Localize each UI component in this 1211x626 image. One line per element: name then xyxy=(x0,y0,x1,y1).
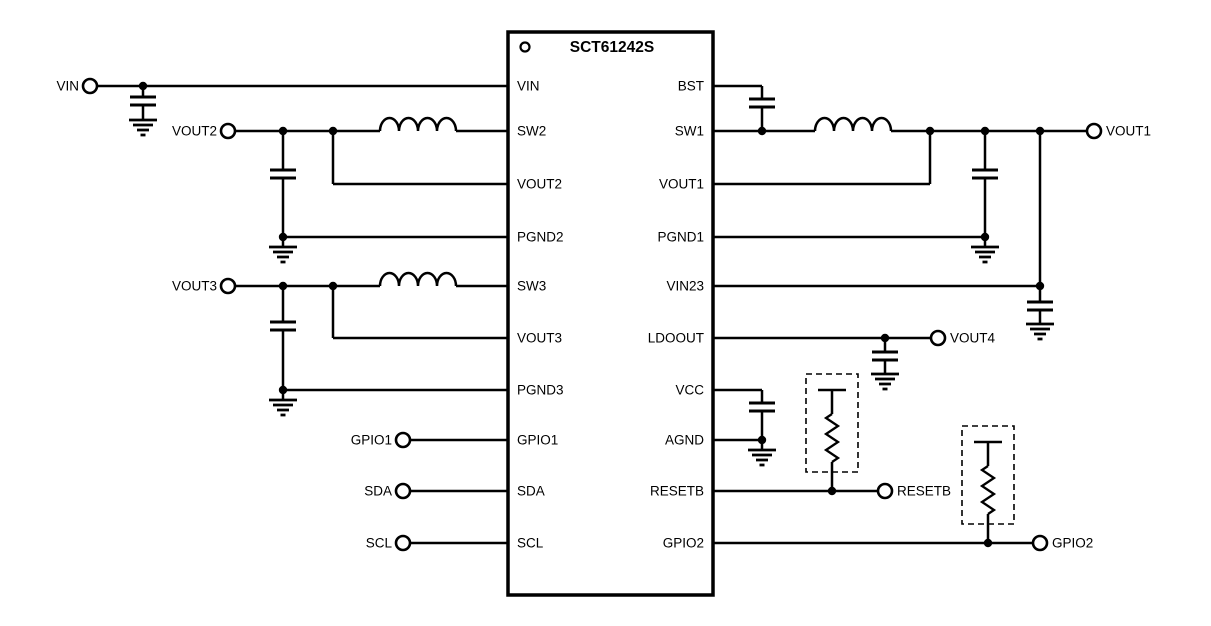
pin-label-vin: VIN xyxy=(517,79,540,94)
net-sda: SDA xyxy=(364,482,508,500)
pin-label-scl: SCL xyxy=(517,536,544,551)
terminal-vout1 xyxy=(1085,122,1103,140)
terminal-label-scl: SCL xyxy=(366,536,393,551)
junction-dot xyxy=(328,281,338,291)
net-bst xyxy=(713,84,775,136)
net-buck2: VOUT2 xyxy=(172,116,508,264)
pin1-marker-icon xyxy=(519,41,531,53)
pin-label-sw1: SW1 xyxy=(675,124,704,139)
net-vin-input: VIN xyxy=(56,77,508,137)
net-gpio2: GPIO2 xyxy=(713,425,1093,552)
net-buck1: VOUT1 xyxy=(713,116,1151,341)
wire-vout3-feedback xyxy=(331,286,508,340)
pin-label-sw3: SW3 xyxy=(517,279,546,294)
pin-label-ldoout: LDOOUT xyxy=(648,331,704,346)
capacitor-symbol-vcc xyxy=(749,390,775,440)
terminal-label-vout3: VOUT3 xyxy=(172,279,217,294)
pin-label-vout3: VOUT3 xyxy=(517,331,562,346)
ground-symbol-ldoout xyxy=(871,372,899,391)
pin-label-sw2: SW2 xyxy=(517,124,546,139)
pin-label-vout1: VOUT1 xyxy=(659,177,704,192)
pin-label-agnd: AGND xyxy=(665,433,704,448)
ground-symbol-pgnd2 xyxy=(269,245,297,264)
terminal-sda xyxy=(394,482,412,500)
wire-vout2-feedback xyxy=(331,131,508,186)
pin-label-vin23: VIN23 xyxy=(666,279,704,294)
terminal-label-vout1: VOUT1 xyxy=(1106,124,1151,139)
terminal-resetb xyxy=(876,482,894,500)
pin-label-gpio2: GPIO2 xyxy=(663,536,704,551)
capacitor-symbol-bst xyxy=(749,86,775,131)
terminal-label-sda: SDA xyxy=(364,484,392,499)
terminal-label-gpio2: GPIO2 xyxy=(1052,536,1093,551)
net-resetb: RESETB xyxy=(713,373,951,500)
terminal-label-resetb: RESETB xyxy=(897,484,951,499)
pin-label-sda: SDA xyxy=(517,484,545,499)
pin-label-pgnd1: PGND1 xyxy=(657,230,704,245)
net-ldoout: VOUT4 xyxy=(713,329,996,391)
terminal-vin xyxy=(81,77,99,95)
terminal-gpio1 xyxy=(394,431,412,449)
inductor-symbol-sw3 xyxy=(378,271,458,287)
pin-label-gpio1: GPIO1 xyxy=(517,433,558,448)
terminal-vout2 xyxy=(219,122,237,140)
inductor-symbol-sw1 xyxy=(813,116,893,132)
junction-dot xyxy=(925,126,935,136)
ic-outline xyxy=(506,30,715,597)
net-gpio1: GPIO1 xyxy=(351,431,508,449)
ground-symbol-pgnd3 xyxy=(269,398,297,417)
capacitor-symbol-vin23 xyxy=(1027,286,1053,324)
wire-vout1-feedback xyxy=(713,131,932,186)
capacitor-symbol-vout1 xyxy=(972,131,998,237)
terminal-label-vout4: VOUT4 xyxy=(950,331,996,346)
junction-dot xyxy=(328,126,338,136)
terminal-label-vout2: VOUT2 xyxy=(172,124,217,139)
pin-label-bst: BST xyxy=(678,79,704,94)
ground-symbol-vin xyxy=(129,118,157,137)
capacitor-symbol-ldoout xyxy=(872,338,898,374)
ic-title: SCT61242S xyxy=(570,39,654,56)
net-vcc-agnd xyxy=(713,388,776,467)
terminal-vout4 xyxy=(929,329,947,347)
terminal-vout3 xyxy=(219,277,237,295)
pin-label-vcc: VCC xyxy=(675,383,704,398)
terminal-label-gpio1: GPIO1 xyxy=(351,433,392,448)
capacitor-symbol-vin xyxy=(130,86,156,120)
pin-label-pgnd3: PGND3 xyxy=(517,383,564,398)
terminal-scl xyxy=(394,534,412,552)
ground-symbol-pgnd1 xyxy=(971,245,999,264)
net-scl: SCL xyxy=(366,534,508,552)
capacitor-symbol-vout3 xyxy=(270,286,296,390)
ground-symbol-vin23 xyxy=(1026,322,1054,341)
pin-label-pgnd2: PGND2 xyxy=(517,230,564,245)
capacitor-symbol-vout2 xyxy=(270,131,296,237)
resistor-symbol-resetb-pullup xyxy=(818,388,846,491)
pin-label-vout2: VOUT2 xyxy=(517,177,562,192)
resistor-symbol-gpio2-pullup xyxy=(974,440,1002,543)
terminal-label-vin: VIN xyxy=(56,79,79,94)
pin-label-resetb: RESETB xyxy=(650,484,704,499)
inductor-symbol-sw2 xyxy=(378,116,458,132)
terminal-gpio2 xyxy=(1031,534,1049,552)
ground-symbol-agnd xyxy=(748,448,776,467)
net-buck3: VOUT3 xyxy=(172,271,508,417)
wire-vin23 xyxy=(713,131,1042,288)
ic-body: SCT61242S VIN SW2 VOUT2 PGND2 SW3 VOUT3 … xyxy=(506,30,715,597)
